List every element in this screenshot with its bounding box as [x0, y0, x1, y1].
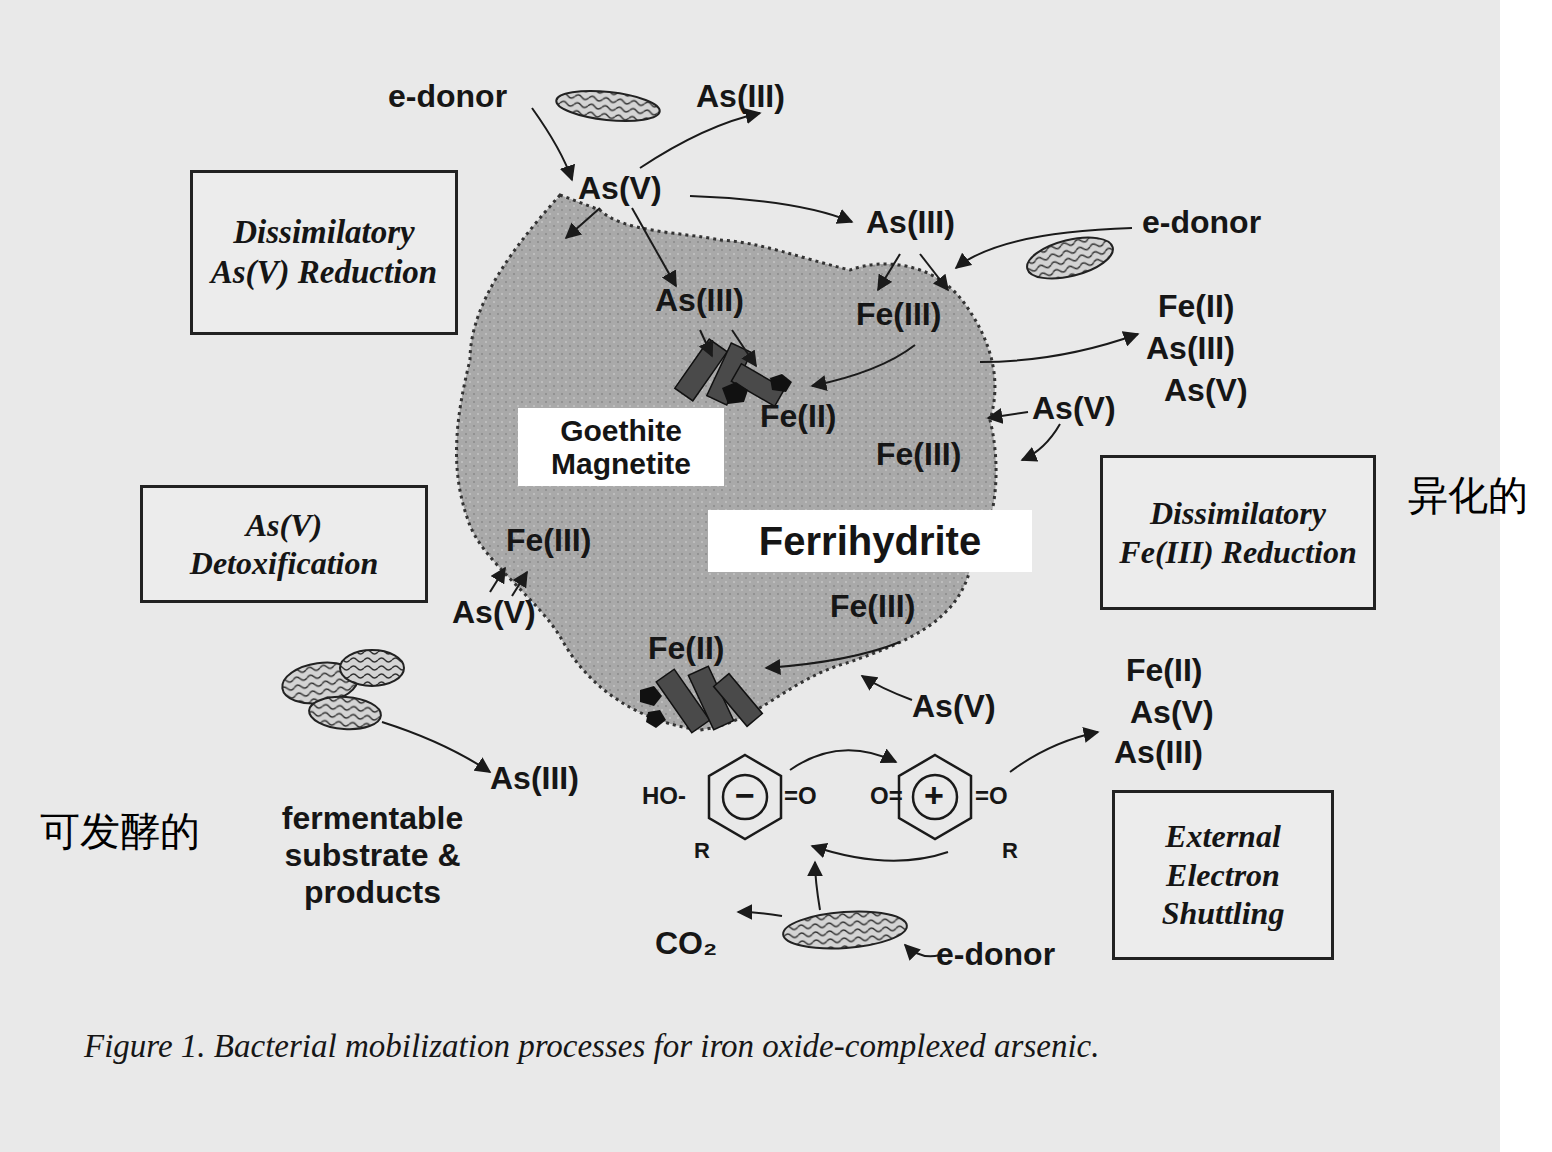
species-label: + — [924, 776, 944, 815]
species-label: HO- — [642, 782, 686, 810]
species-label: e-donor — [936, 936, 1055, 973]
process-box: As(V) Detoxification — [140, 485, 428, 603]
species-label: e-donor — [1142, 204, 1261, 241]
species-label: As(V) — [1032, 390, 1116, 427]
species-label: As(III) — [1114, 734, 1203, 771]
mineral-label-box: Goethite Magnetite — [518, 408, 724, 486]
process-name: External Electron Shuttling — [1125, 817, 1321, 932]
species-label: Fe(III) — [876, 436, 961, 473]
species-label: Fe(II) — [1126, 652, 1202, 689]
species-label: As(III) — [655, 282, 744, 319]
species-label: Fe(III) — [856, 296, 941, 333]
species-label: As(III) — [1146, 330, 1235, 367]
species-label: Fe(III) — [830, 588, 915, 625]
process-arrows — [382, 108, 1138, 956]
process-box: Dissimilatory Fe(III) Reduction — [1100, 455, 1376, 610]
species-label: As(V) — [912, 688, 996, 725]
iron-oxide-particle — [456, 195, 996, 730]
species-label: As(V) — [578, 170, 662, 207]
species-label: CO₂ — [655, 925, 717, 962]
quinone-rings — [709, 755, 971, 839]
species-label: R — [1002, 838, 1018, 863]
species-label: Fe(II) — [1158, 288, 1234, 325]
mineral-name: Goethite Magnetite — [526, 414, 716, 480]
process-box: Dissimilatory As(V) Reduction — [190, 170, 458, 335]
process-name: Dissimilatory Fe(III) Reduction — [1113, 494, 1363, 571]
species-label: As(V) — [452, 594, 536, 631]
species-label: fermentable substrate & products — [240, 800, 505, 910]
species-label: As(III) — [696, 78, 785, 115]
species-label: − — [735, 776, 755, 815]
species-label: e-donor — [388, 78, 507, 115]
process-box: External Electron Shuttling — [1112, 790, 1334, 960]
species-label: Fe(III) — [506, 522, 591, 559]
species-label: Fe(II) — [648, 630, 724, 667]
annotation: 可发酵的 — [40, 808, 200, 854]
species-label: As(III) — [490, 760, 579, 797]
mineral-label-box: Ferrihydrite — [708, 510, 1032, 572]
species-label: =O — [975, 782, 1008, 810]
mineral-name: Ferrihydrite — [759, 519, 981, 563]
species-label: Fe(II) — [760, 398, 836, 435]
process-name: Dissimilatory As(V) Reduction — [203, 213, 445, 292]
species-label: As(V) — [1164, 372, 1248, 409]
annotation: 异化的 — [1408, 472, 1528, 518]
process-name: As(V) Detoxification — [153, 506, 415, 583]
figure-caption: Figure 1. Bacterial mobilization process… — [84, 1028, 1099, 1066]
species-label: =O — [784, 782, 817, 810]
species-label: As(V) — [1130, 694, 1214, 731]
species-label: O= — [870, 782, 903, 810]
species-label: As(III) — [866, 204, 955, 241]
species-label: R — [694, 838, 710, 863]
